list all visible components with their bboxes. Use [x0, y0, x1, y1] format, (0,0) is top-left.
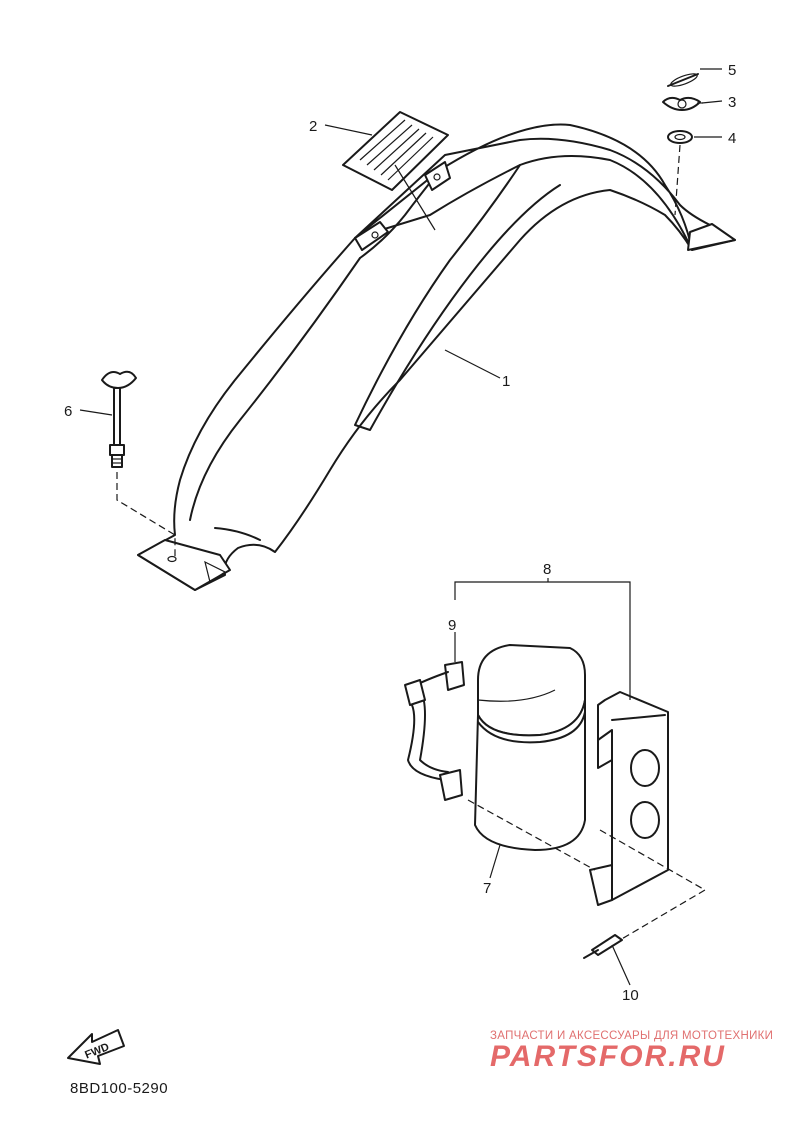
callout-9: 9: [448, 617, 456, 634]
bracket-part-8: [589, 691, 669, 906]
callout-1: 1: [502, 373, 510, 390]
callout-8: 8: [543, 561, 551, 578]
wing-nut-part-3: [662, 96, 701, 111]
bolt-part-6: [101, 370, 137, 468]
callout-6: 6: [64, 403, 72, 420]
tank-part-7: [474, 644, 586, 851]
fwd-arrow-icon: FWD: [67, 1029, 125, 1065]
strap-part-9: [404, 661, 465, 801]
rivet-part-10: [583, 934, 623, 959]
callout-5: 5: [728, 62, 736, 79]
callout-4: 4: [728, 130, 736, 147]
callout-10: 10: [622, 987, 639, 1004]
watermark-brand: PARTSFOR.RU: [490, 1040, 726, 1073]
cotter-pin-part-5: [667, 73, 699, 87]
diagram-code: 8BD100-5290: [70, 1080, 169, 1097]
label-part-2: [342, 111, 449, 231]
watermark-tagline: ЗАПЧАСТИ И АКСЕССУАРЫ ДЛЯ МОТОТЕХНИКИ: [490, 1030, 774, 1042]
leader-lines: [79, 68, 723, 986]
callout-7: 7: [483, 880, 491, 897]
washer-part-4: [667, 130, 693, 144]
fender-part-1: [137, 123, 736, 591]
callout-2: 2: [309, 118, 317, 135]
callout-3: 3: [728, 94, 736, 111]
